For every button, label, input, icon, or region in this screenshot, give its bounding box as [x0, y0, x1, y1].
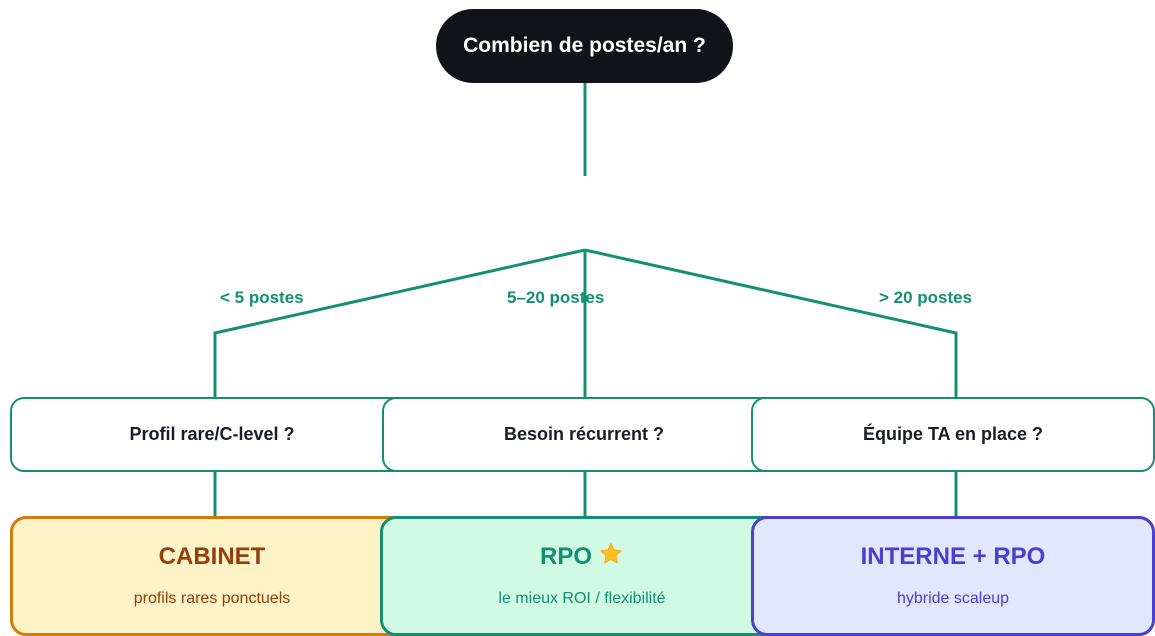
branch-connector-left — [213, 248, 586, 398]
question-label: Besoin récurrent ? — [503, 424, 665, 444]
result-subtitle: le mieux ROI / flexibilité — [498, 590, 666, 607]
branch-label-gt20: > 20 postes — [879, 288, 973, 307]
result-subtitle: hybride scaleup — [896, 590, 1010, 607]
question-node-equipe-ta: Équipe TA en place ? — [751, 397, 1155, 472]
result-subtitle: profils rares ponctuels — [133, 590, 291, 607]
question-label: Équipe TA en place ? — [862, 424, 1044, 444]
star-icon — [598, 541, 624, 567]
question-node-profil-rare: Profil rare/C-level ? — [10, 397, 414, 472]
result-node-interne-rpo: INTERNE + RPO hybride scaleup — [751, 516, 1155, 636]
root-question-label: Combien de postes/an ? — [463, 34, 706, 57]
branch-label-5-20: 5–20 postes — [507, 288, 605, 307]
result-title-row: RPO — [540, 541, 624, 573]
question-label: Profil rare/C-level ? — [129, 424, 295, 444]
question-node-besoin-recurrent: Besoin récurrent ? — [382, 397, 786, 472]
branch-connector-right — [584, 248, 958, 398]
result-title: INTERNE + RPO — [860, 543, 1046, 570]
branch-label-lt5: < 5 postes — [220, 288, 304, 307]
result-node-rpo: RPO le mieux ROI / flexibilité — [380, 516, 784, 636]
result-node-cabinet: CABINET profils rares ponctuels — [10, 516, 414, 636]
result-title: RPO — [539, 543, 592, 570]
result-title: CABINET — [158, 543, 266, 570]
root-question-node: Combien de postes/an ? — [436, 9, 733, 83]
